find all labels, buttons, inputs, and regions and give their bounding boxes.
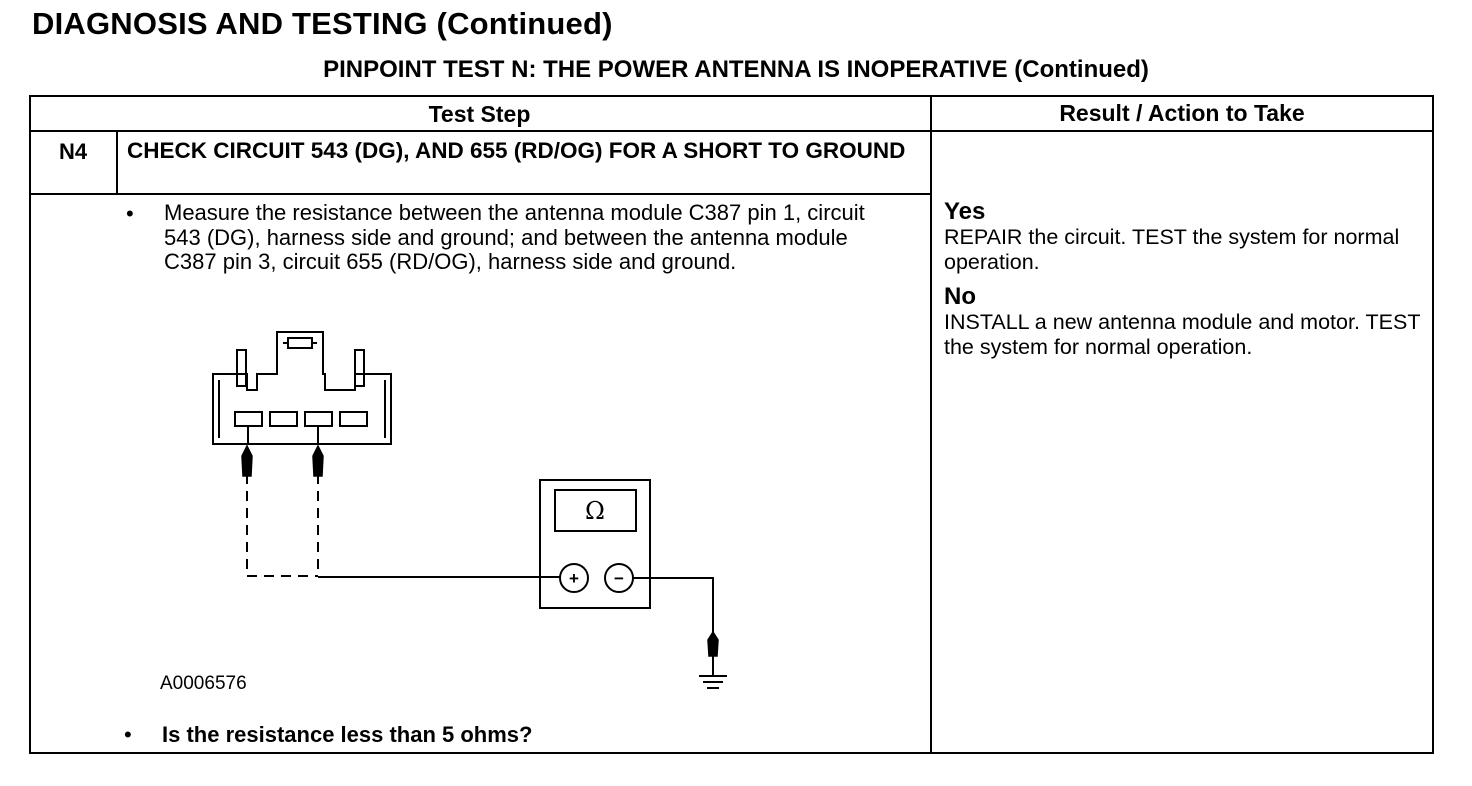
- ohmmeter-display: [554, 489, 637, 532]
- header-result-action: Result / Action to Take: [1059, 100, 1305, 126]
- bullet-2: •: [124, 722, 132, 747]
- step-id: N4: [58, 139, 88, 164]
- pin-cavity-2: [269, 411, 298, 427]
- pin-cavity-1: [234, 411, 263, 427]
- minus-sign: −: [614, 569, 624, 588]
- meter-positive-terminal: [559, 563, 589, 593]
- instruction-text: Measure the resistance between the anten…: [164, 200, 865, 274]
- page-title: DIAGNOSIS AND TESTING (Continued): [32, 6, 613, 41]
- test-title: PINPOINT TEST N: THE POWER ANTENNA IS IN…: [323, 56, 1149, 83]
- step-header-divider: [29, 193, 932, 195]
- result-yes-text: REPAIR the circuit. TEST the system for …: [944, 225, 1400, 274]
- result-no-text: INSTALL a new antenna module and motor. …: [944, 310, 1421, 359]
- connector-body: [212, 331, 392, 445]
- connector-latch: [287, 337, 313, 349]
- figure-id: A0006576: [160, 673, 247, 694]
- result-yes-label: Yes: [944, 198, 986, 225]
- step-title: CHECK CIRCUIT 543 (DG), AND 655 (RD/OG) …: [127, 138, 906, 163]
- header-test-step: Test Step: [428, 101, 531, 127]
- question-text: Is the resistance less than 5 ohms?: [162, 722, 533, 747]
- header-divider: [29, 130, 1434, 132]
- pin-cavity-4: [339, 411, 368, 427]
- bullet-1: •: [126, 201, 134, 226]
- connector-ohmmeter-diagram: Ω + −: [212, 331, 727, 689]
- step-id-divider: [116, 130, 118, 195]
- meter-ground-lead: [633, 577, 714, 632]
- test-lead-pin-1: [246, 474, 318, 577]
- ground-probe: [707, 630, 719, 657]
- test-table: [29, 95, 1434, 754]
- connector-tab-left: [236, 349, 247, 387]
- plus-sign: +: [569, 569, 579, 588]
- probe-tip-pin-1: [241, 444, 253, 477]
- connector-tab-right: [354, 349, 365, 387]
- ohm-symbol: Ω: [585, 497, 605, 525]
- pin-cavity-3: [304, 411, 333, 427]
- ohmmeter-body: [539, 479, 651, 609]
- result-no-label: No: [944, 283, 976, 310]
- column-divider: [930, 95, 932, 754]
- probe-tip-pin-3: [312, 444, 324, 477]
